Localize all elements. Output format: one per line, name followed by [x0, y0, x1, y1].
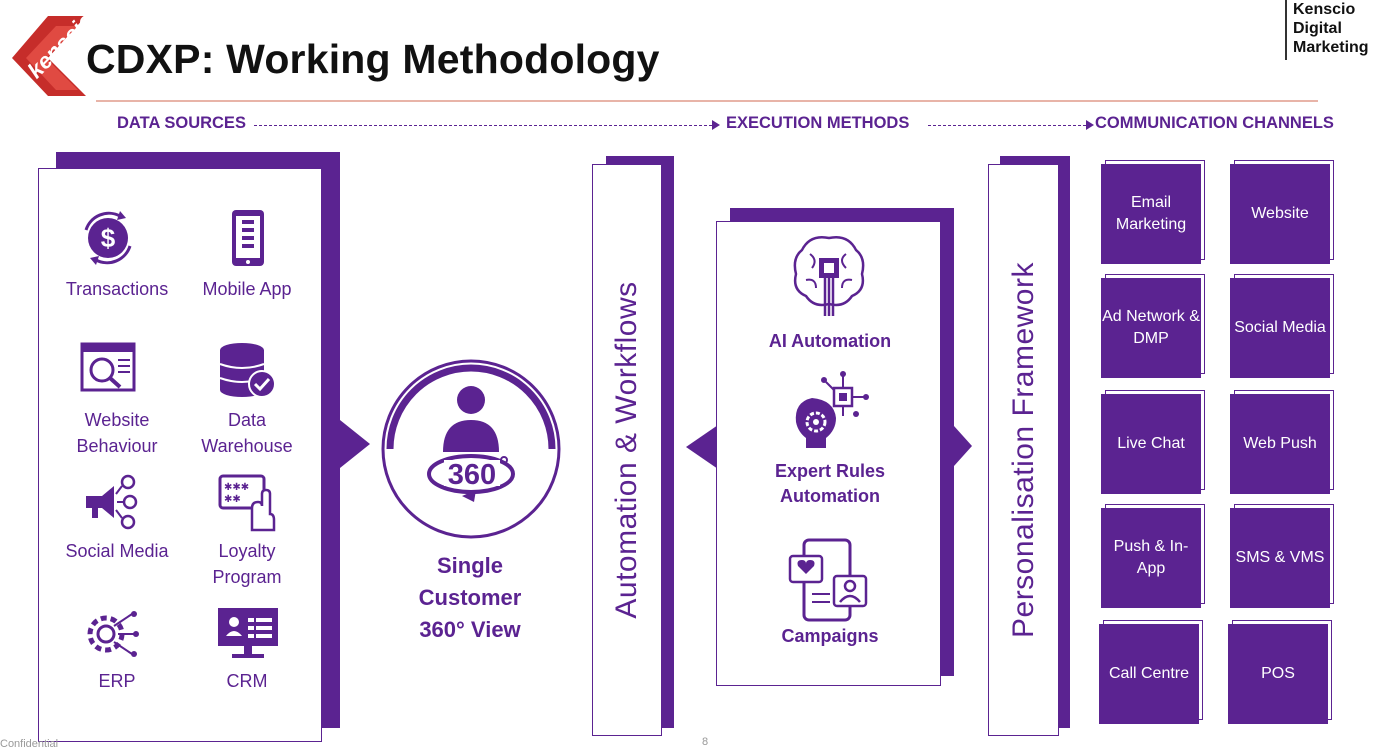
flow-dash-1: [254, 125, 712, 126]
channel-social-media: Social Media: [1230, 274, 1334, 378]
single-customer-view-circle: 360: [378, 356, 564, 542]
channel-label: Ad Network & DMP: [1101, 278, 1201, 378]
exec-label-campaigns: Campaigns: [781, 626, 879, 646]
flow-dash-2: [928, 125, 1086, 126]
kenscio-logo: kenscio: [8, 7, 98, 96]
center-label-line: Customer: [418, 585, 522, 610]
dollar-cycle-icon: $: [80, 210, 136, 271]
ai-brain-icon: [790, 232, 868, 325]
brand-name: Kenscio Digital Marketing: [1285, 0, 1395, 60]
channel-label: Email Marketing: [1101, 164, 1201, 264]
channel-label: Web Push: [1230, 394, 1330, 494]
channel-ad-network-dmp: Ad Network & DMP: [1101, 274, 1205, 378]
badge-360-text: 360: [448, 459, 496, 491]
source-label-loyalty-program: Loyalty Program: [212, 541, 282, 587]
sources-panel: [38, 168, 322, 742]
svg-text:✱✱✱: ✱✱✱: [224, 482, 249, 493]
channel-sms-vms: SMS & VMS: [1230, 504, 1334, 608]
exec-label-ai-automation: AI Automation: [768, 331, 892, 351]
channel-web-push: Web Push: [1230, 390, 1334, 494]
flow-arrow-1: [712, 120, 720, 130]
personalisation-panel: [988, 164, 1059, 736]
channel-website: Website: [1230, 160, 1334, 264]
channel-label: Call Centre: [1099, 624, 1199, 724]
channel-label: Live Chat: [1101, 394, 1201, 494]
brand-line: Marketing: [1293, 39, 1369, 56]
brand-line: Digital: [1293, 20, 1342, 37]
heading-data-sources: DATA SOURCES: [117, 114, 246, 132]
execution-arrow-left: [686, 425, 718, 469]
channel-push-in-app: Push & In-App: [1101, 504, 1205, 608]
channel-live-chat: Live Chat: [1101, 390, 1205, 494]
megaphone-icon: [80, 474, 140, 535]
channel-label: Social Media: [1230, 278, 1330, 378]
channel-label: POS: [1228, 624, 1328, 724]
channel-label: Push & In-App: [1101, 508, 1201, 608]
svg-text:$: $: [101, 223, 116, 253]
svg-text:✱✱: ✱✱: [224, 494, 241, 505]
sources-arrow: [340, 420, 370, 468]
channel-label: SMS & VMS: [1230, 508, 1330, 608]
single-customer-view-label: Single Customer 360° View: [390, 550, 550, 646]
source-label-mobile-app: Mobile App: [202, 279, 292, 299]
crm-monitor-icon: [216, 606, 280, 667]
source-label-transactions: Transactions: [65, 279, 169, 299]
confidential-note: Confidential: [0, 738, 59, 750]
database-check-icon: [218, 342, 278, 405]
source-label-website-behaviour: Website Behaviour: [76, 410, 158, 456]
automation-workflows-label: Automation & Workflows: [610, 281, 643, 619]
rules-bulb-icon: [790, 370, 870, 459]
flow-arrow-2: [1086, 120, 1094, 130]
source-label-erp: ERP: [98, 671, 136, 691]
page-number: 8: [702, 736, 709, 748]
channel-email-marketing: Email Marketing: [1101, 160, 1205, 264]
automation-panel: [592, 164, 662, 736]
heading-communication-channels: COMMUNICATION CHANNELS: [1095, 114, 1334, 132]
title-divider: [96, 100, 1318, 102]
source-label-crm: CRM: [226, 671, 268, 691]
erp-gear-icon: [80, 606, 140, 667]
loyalty-card-icon: ✱✱✱ ✱✱: [218, 474, 278, 537]
exec-label-expert-rules-automation: Expert Rules Automation: [774, 461, 886, 506]
channel-pos: POS: [1228, 620, 1332, 724]
center-label-line: 360° View: [419, 617, 521, 642]
execution-arrow-right: [954, 426, 972, 466]
website-search-icon: [80, 340, 136, 401]
brand-line: Kenscio: [1293, 1, 1356, 18]
channel-label: Website: [1230, 164, 1330, 264]
mobile-app-icon: [228, 208, 268, 273]
heading-execution-methods: EXECUTION METHODS: [726, 114, 910, 132]
source-label-data-warehouse: Data Warehouse: [201, 410, 293, 456]
center-label-line: Single: [436, 553, 503, 578]
page-title: CDXP: Working Methodology: [86, 36, 660, 82]
channel-call-centre: Call Centre: [1099, 620, 1203, 724]
campaign-phone-icon: [784, 536, 874, 629]
personalisation-framework-label: Personalisation Framework: [1007, 262, 1040, 638]
source-label-social-media: Social Media: [65, 541, 169, 561]
